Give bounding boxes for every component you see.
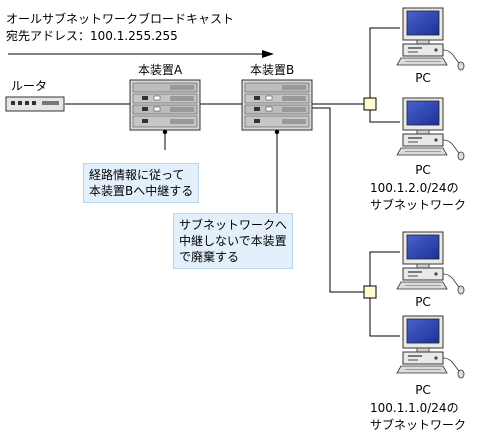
- callout-b-line3: で廃棄する: [179, 250, 240, 264]
- pc-label: PC: [415, 383, 431, 397]
- pc-label: PC: [415, 163, 431, 177]
- router-label: ルータ: [11, 79, 48, 93]
- device-a-label: 本装置A: [138, 63, 183, 77]
- callout-a-line2: 本装置Bへ中継する: [89, 184, 194, 198]
- pc-label: PC: [415, 295, 431, 309]
- pc-icon: [396, 315, 465, 379]
- link-b-lower-hub: [312, 107, 365, 293]
- destination-address: 宛先アドレス：100.1.255.255: [6, 29, 178, 43]
- link-lower-hub-pc3: [369, 251, 400, 286]
- hub-lower: [363, 285, 377, 299]
- subnet-upper-address: 100.1.2.0/24の: [370, 181, 459, 195]
- pc-icon: [396, 97, 465, 161]
- broadcast-title: オールサブネットワークブロードキャスト: [6, 12, 235, 26]
- callout-b-line1: サブネットワークへ: [179, 218, 288, 232]
- hub-upper: [363, 97, 377, 111]
- callout-a-line1: 経路情報に従って: [89, 168, 185, 182]
- broadcast-arrowhead: [262, 50, 274, 58]
- device-b-label: 本装置B: [250, 63, 295, 77]
- device-a-icon: [129, 79, 201, 131]
- subnet-lower-address: 100.1.1.0/24の: [370, 401, 459, 415]
- callout-device-b: サブネットワークへ 中継しないで本装置 で廃棄する: [173, 213, 294, 269]
- subnet-upper-name: サブネットワーク: [370, 198, 467, 212]
- router-icon: [5, 96, 65, 112]
- pc-icon: [396, 7, 465, 71]
- link-upper-hub-pc2: [369, 110, 400, 123]
- pc-label: PC: [415, 71, 431, 85]
- subnet-lower-name: サブネットワーク: [370, 418, 467, 432]
- callout-device-a: 経路情報に従って 本装置Bへ中継する: [83, 163, 200, 203]
- pc-icon: [396, 231, 465, 295]
- link-lower-hub-pc4: [369, 298, 400, 337]
- device-b-icon: [241, 79, 313, 131]
- callout-b-line2: 中継しないで本装置: [179, 234, 287, 248]
- link-upper-hub-pc1: [369, 27, 400, 98]
